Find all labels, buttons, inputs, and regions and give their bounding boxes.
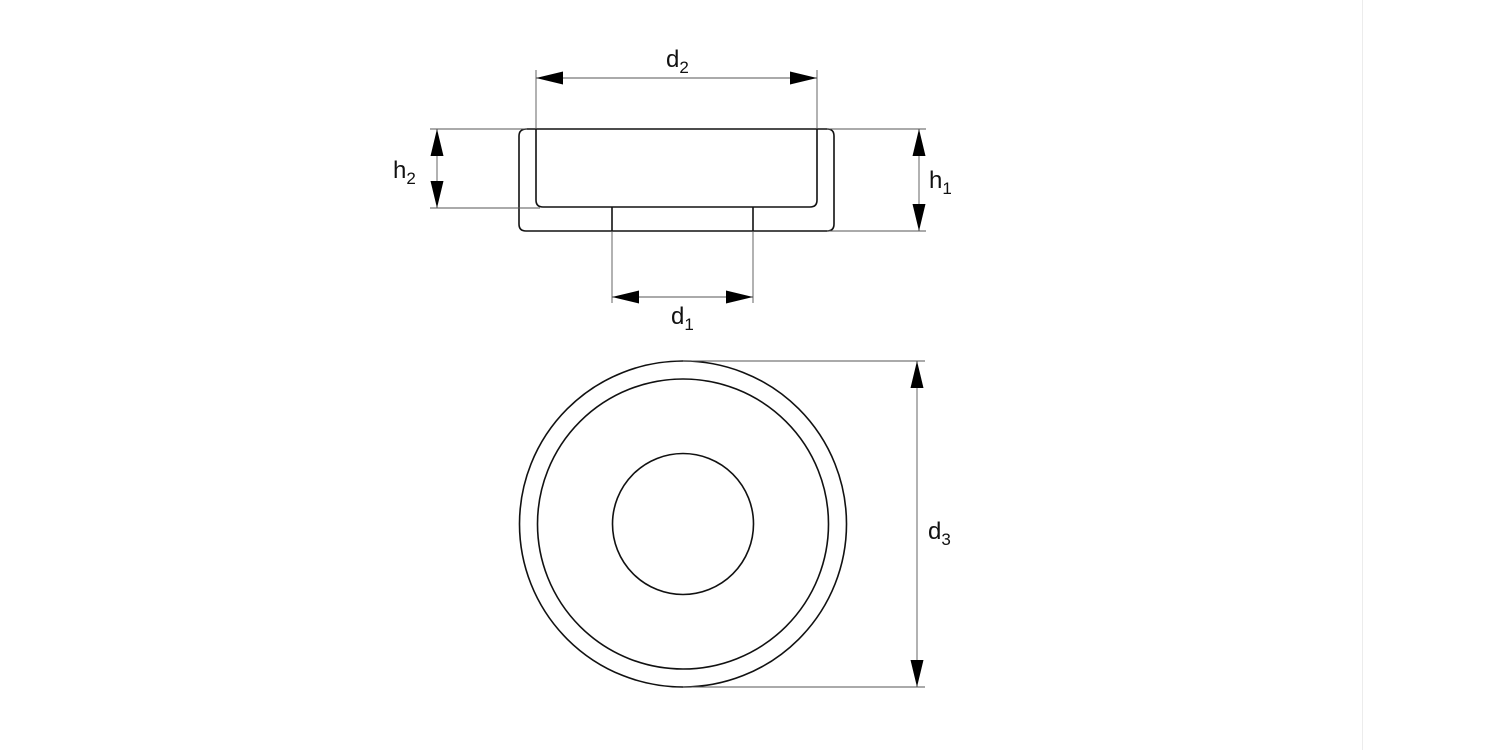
dimension-label-d3: d3	[928, 518, 951, 549]
arrow-left-icon	[536, 71, 563, 85]
middle-circle	[536, 378, 830, 670]
dimension-d2: d2	[535, 46, 818, 129]
dimension-d3: d3	[683, 360, 951, 688]
side-view	[518, 128, 835, 232]
arrow-down-icon	[910, 660, 924, 687]
arrow-right-icon	[790, 71, 817, 85]
top-view	[518, 360, 848, 688]
dimension-h2: h2	[393, 128, 540, 209]
arrow-up-icon	[430, 129, 444, 156]
dimension-h1: h1	[827, 128, 952, 232]
inner-recess-outline	[535, 129, 818, 208]
dimension-label-d2: d2	[666, 46, 689, 77]
arrow-up-icon	[912, 129, 926, 156]
outer-circle	[518, 360, 848, 688]
arrow-right-icon	[726, 290, 753, 304]
dimension-d1: d1	[611, 231, 754, 334]
arrow-left-icon	[612, 290, 639, 304]
inner-bore-circle	[611, 452, 755, 596]
arrow-up-icon	[910, 361, 924, 388]
dimension-label-h2: h2	[393, 157, 416, 188]
dimension-label-h1: h1	[929, 167, 952, 198]
arrow-down-icon	[430, 181, 444, 208]
outer-body-outline	[518, 128, 835, 232]
page-edge-divider	[1362, 0, 1363, 750]
dimension-label-d1: d1	[671, 303, 694, 334]
arrow-down-icon	[912, 204, 926, 231]
